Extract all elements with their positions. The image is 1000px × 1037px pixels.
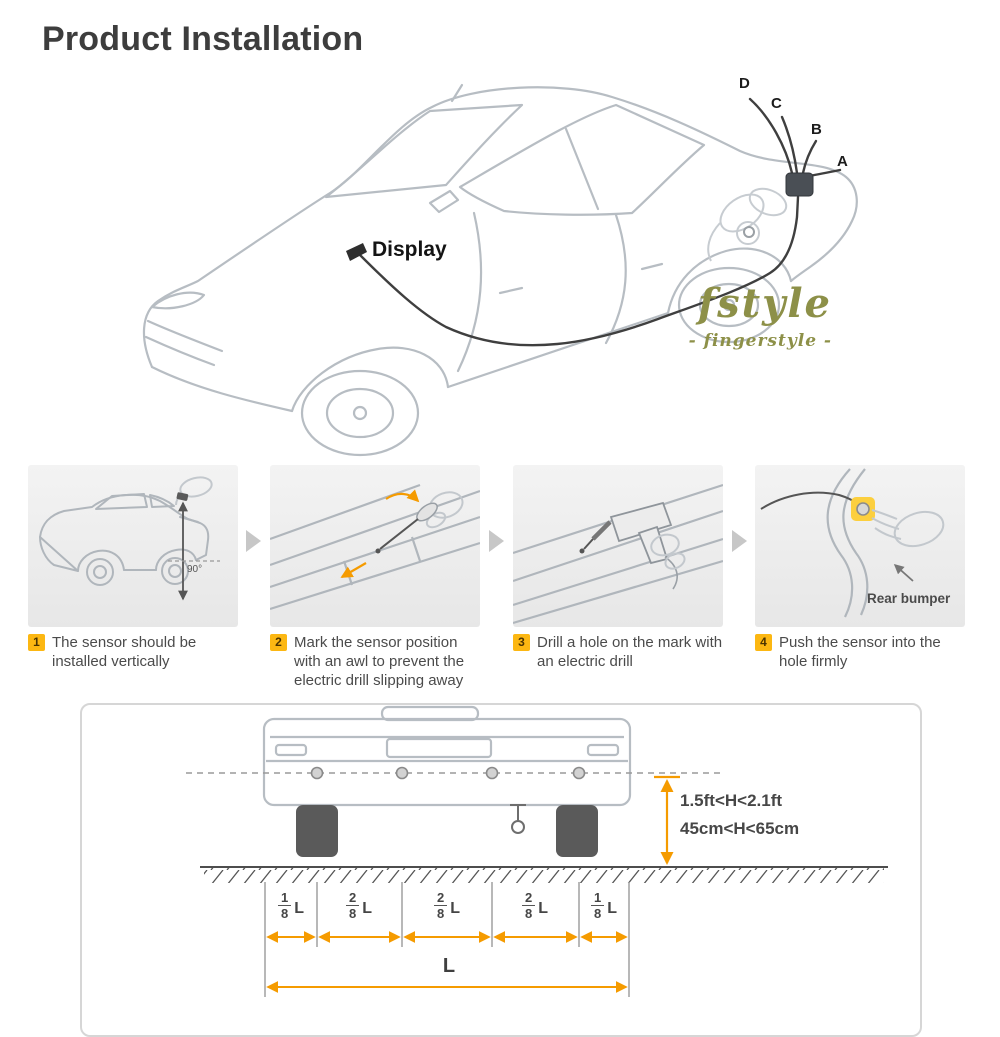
orange-arrow [340,562,367,578]
fraction-denominator: 8 [345,904,360,921]
step2-illustration [270,483,480,611]
sensor-unit [176,492,189,501]
step3-panel [513,465,723,627]
step2-panel [270,465,480,627]
step1-caption: 1 The sensor should be installed vertica… [28,633,242,671]
right-tire [556,805,598,857]
car-outline [142,83,858,457]
hand-sketch [175,476,213,506]
car-overview-illustration [142,83,858,457]
sensor-dot [310,766,324,780]
fraction-numerator: 2 [524,890,533,905]
taillight [586,743,620,757]
fraction-denominator: 8 [277,904,292,921]
step2-caption-text: Mark the sensor position with an awl to … [294,634,465,690]
mark-dot [579,548,585,554]
next-step-arrow-icon [489,530,504,552]
step4-number-badge: 4 [755,634,772,651]
segment-unit: L [362,900,373,918]
drill-bit [583,538,594,550]
watermark-sub: - fingerstyle - [688,331,832,351]
step3-caption: 3 Drill a hole on the mark with an elect… [513,633,727,671]
step1-number-badge: 1 [28,634,45,651]
sensor-wiring [358,97,842,347]
next-step-arrow-icon [732,530,747,552]
wire-label-c: C [771,95,782,112]
fraction-denominator: 8 [433,904,448,921]
power-cord [664,556,678,590]
fraction-numerator: 1 [280,890,289,905]
electric-drill [609,501,673,565]
buzzer-sketch [707,187,788,262]
segment-unit: L [450,900,461,918]
height-note-ft: 1.5ft<H<2.1ft [680,791,783,810]
wire-label-a: A [837,153,848,170]
sensor-dot [572,766,586,780]
sensor-unit [856,502,870,516]
step4-panel: Rear bumper [755,465,965,627]
sensor-dot [395,766,409,780]
step1-illustration [39,476,220,601]
page-title: Product Installation [42,20,364,58]
wire-label-d: D [739,75,750,92]
step2-caption: 2 Mark the sensor position with an awl t… [270,633,484,691]
front-wheel [300,369,420,457]
fraction-denominator: 8 [590,904,605,921]
pointer-arrow [893,564,914,582]
orange-arrow [385,489,420,503]
segment-unit: L [538,900,549,918]
display-label: Display [372,238,447,261]
step3-illustration [513,483,723,625]
step3-caption-text: Drill a hole on the mark with an electri… [537,634,723,671]
step4-caption-text: Push the sensor into the hole firmly [779,634,941,671]
next-step-arrow-icon [246,530,261,552]
fraction-numerator: 2 [436,890,445,905]
step4-illustration [760,468,945,618]
segment-unit: L [294,900,305,918]
sensor-dot [485,766,499,780]
step4-caption: 4 Push the sensor into the hole firmly [755,633,969,671]
ground-hatching [204,868,884,883]
display-unit [346,243,367,261]
sensor-wire [760,491,858,510]
bumper-curve [826,468,869,618]
total-length-label: L [442,955,456,977]
step1-caption-text: The sensor should be installed verticall… [52,634,197,671]
sensor-dots [310,766,586,780]
segment-unit: L [607,900,618,918]
tow-hitch [510,804,526,834]
height-note: 1.5ft<H<2.1ft 45cm<H<65cm [680,787,799,843]
measurement-illustration [186,705,888,997]
extension-lines [264,882,630,997]
awl [379,518,419,550]
height-note-cm: 45cm<H<65cm [680,819,800,839]
hand-sketch [650,533,686,570]
rear-view-car [262,705,632,807]
fraction-denominator: 8 [521,904,536,921]
fraction-numerator: 2 [348,890,357,905]
taillight [274,743,308,757]
watermark: fstyle - fingerstyle - [598,280,832,351]
left-tire [296,805,338,857]
step1-panel: 90° [28,465,238,627]
watermark-brand: fstyle [697,280,832,327]
rear-wheel [677,266,781,344]
mark-dot [375,548,381,554]
control-box [785,172,814,197]
angle-annotation: 90° [187,564,203,575]
step3-number-badge: 3 [513,634,530,651]
rear-bumper-annotation: Rear bumper [867,591,951,606]
step2-number-badge: 2 [270,634,287,651]
wire-label-b: B [811,121,822,138]
fraction-numerator: 1 [593,890,602,905]
hand-sketch [871,509,945,548]
